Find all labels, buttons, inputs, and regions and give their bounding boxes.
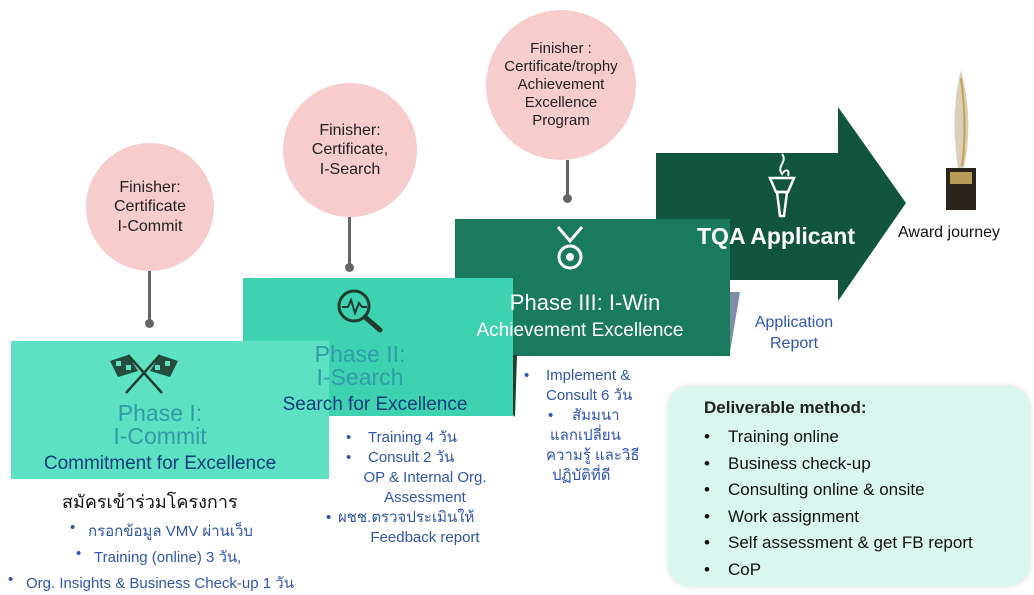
phase1-title: Phase I: I-Commit <box>113 400 207 450</box>
torch-icon <box>768 153 796 218</box>
deliverable-box: Deliverable method: •Training online •Bu… <box>668 386 1030 586</box>
phase3-item-2: Consult 6 วัน <box>546 387 633 404</box>
phase1-header: สมัครเข้าร่วมโครงการ <box>62 492 238 512</box>
phase3-item-3: สัมมนา <box>572 407 620 424</box>
stem-dot-phase1 <box>145 319 154 328</box>
stem-dot-phase3 <box>563 194 572 203</box>
phase2-list: •Training 4 วัน •Consult 2 วัน OP & Inte… <box>320 428 510 548</box>
phase2-item-2: Consult 2 วัน <box>368 449 455 466</box>
stem-dot-phase2 <box>345 263 354 272</box>
finisher-circle-phase1: Finisher: Certificate I-Commit <box>86 143 214 271</box>
phase1-item-1: กรอกข้อมูล VMV ผ่านเว็บ <box>70 519 253 543</box>
phase3-item-5: ความรู้ และวิธี <box>546 447 640 464</box>
phase3-item-1: Implement & <box>546 367 631 384</box>
application-report: Application Report <box>754 314 834 352</box>
phase2-item-1: Training 4 วัน <box>368 429 457 446</box>
phase2-subtitle: Search for Excellence <box>282 394 468 415</box>
phase3-title: Phase III: I-Win <box>509 290 661 315</box>
phase3-item-6: ปฏิบัติที่ดี <box>552 467 611 484</box>
phase1-subtitle: Commitment for Excellence <box>43 453 277 474</box>
deliverable-item-5: Self assessment & get FB report <box>728 533 973 553</box>
stem-phase2 <box>348 217 351 267</box>
finisher-circle-phase2: Finisher: Certificate, I-Search <box>283 83 417 217</box>
deliverable-item-2: Business check-up <box>728 453 871 473</box>
deliverable-item-1: Training online <box>728 427 839 446</box>
phase2-title: Phase II: I-Search <box>314 341 406 391</box>
deliverable-item-3: Consulting online & onsite <box>728 480 925 500</box>
checkered-flags-icon <box>110 354 178 394</box>
award-label: Award journey <box>898 224 1000 241</box>
phase3-list: •Implement & Consult 6 วัน •สัมมนา แลกเป… <box>518 366 668 486</box>
stem-phase3 <box>566 160 569 198</box>
trophy-icon <box>946 70 976 210</box>
phase1-item-3: Org. Insights & Business Check-up 1 วัน <box>8 571 294 595</box>
finisher-circle-phase3: Finisher : Certificate/trophy Achievemen… <box>486 10 636 160</box>
stem-phase1 <box>148 271 151 323</box>
phase3-item-4: แลกเปลี่ยน <box>550 427 621 444</box>
phase2-item-6: Feedback report <box>370 529 480 546</box>
phase2-item-3: OP & Internal Org. <box>363 469 487 486</box>
phase2-item-4: Assessment <box>384 489 466 506</box>
deliverable-title: Deliverable method: <box>704 398 867 417</box>
tqa-label: TQA Applicant <box>697 223 856 249</box>
magnifier-pulse-icon <box>337 289 383 333</box>
deliverable-item-6: CoP <box>728 559 762 579</box>
phase3-subtitle: Achievement Excellence <box>476 320 684 341</box>
deliverable-list: •Training online •Business check-up •Con… <box>704 427 973 579</box>
deliverable-item-4: Work assignment <box>728 506 860 526</box>
phase1-item-2: Training (online) 3 วัน, <box>76 545 241 569</box>
medal-icon <box>556 226 584 270</box>
phase2-item-5: ผชช.ตรวจประเมินให้ <box>338 509 475 526</box>
